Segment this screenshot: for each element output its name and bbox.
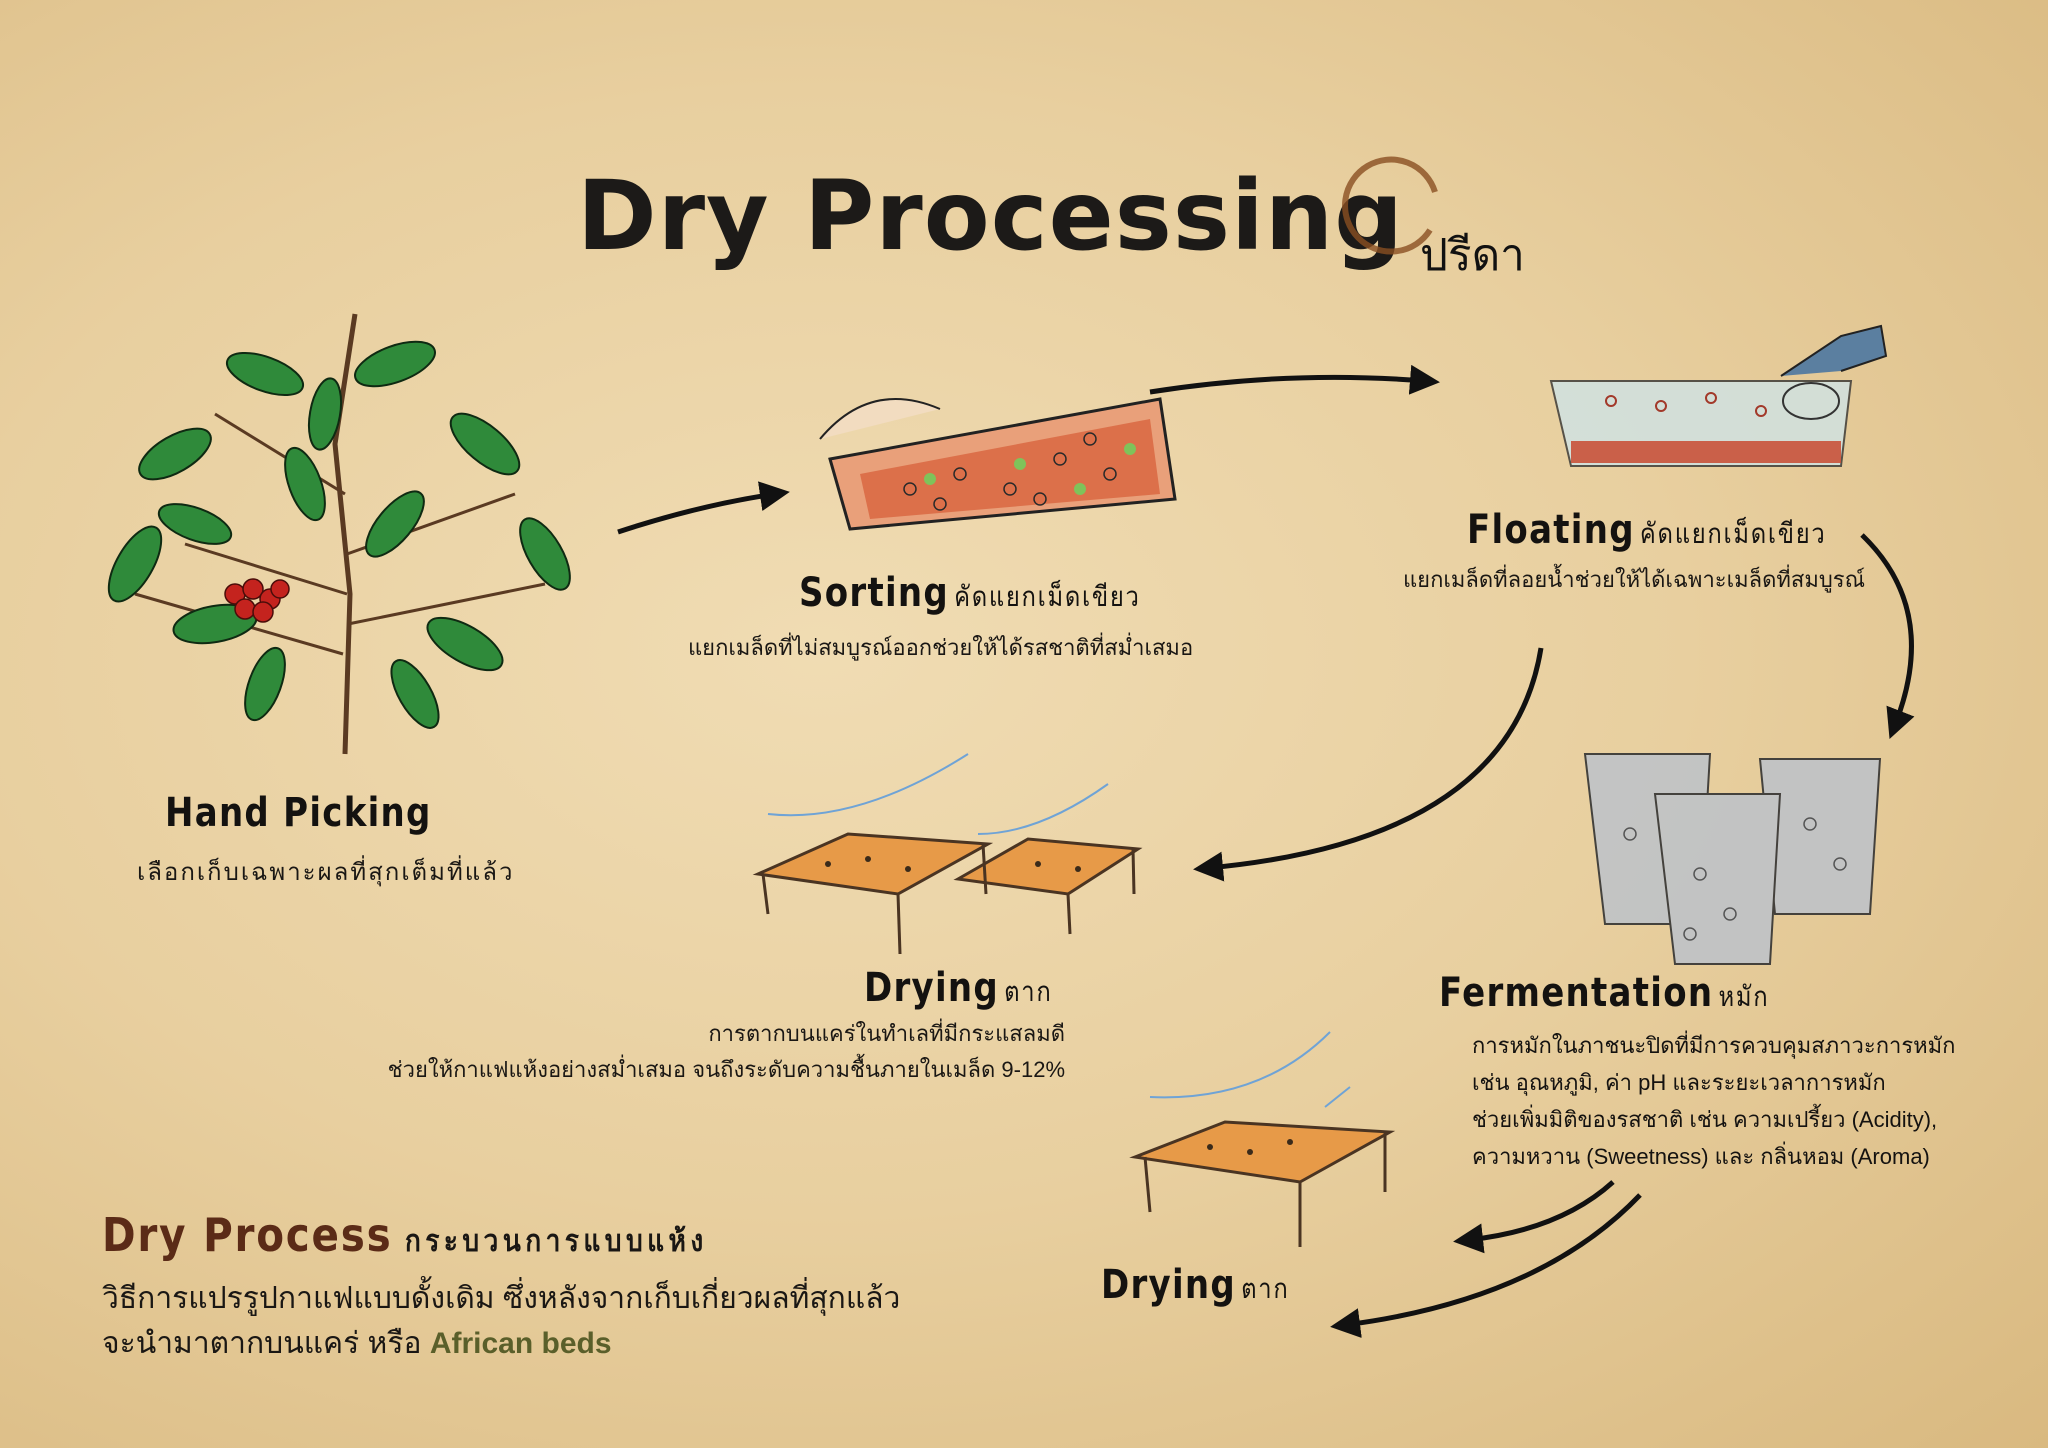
step-title-th: ตาก — [1241, 1272, 1290, 1305]
arrow-fermentation-to-drying-a — [1453, 1180, 1615, 1254]
step-title-text: Drying — [864, 965, 1000, 1011]
step-title-th: ตาก — [1004, 975, 1053, 1008]
summary-line-2: จะนำมาตากบนแคร่ หรือ African beds — [102, 1320, 612, 1367]
desc-line: ความหวาน (Sweetness) และ กลิ่นหอม (Aroma… — [1472, 1144, 1930, 1169]
step-title-th: คัดแยกเม็ดเขียว — [954, 580, 1141, 613]
coffee-ring-icon: ปรีดา — [1342, 156, 1525, 281]
sorting-illustration — [819, 397, 1177, 531]
summary-title: Dry Process กระบวนการแบบแห้ง — [102, 1208, 708, 1265]
step-desc-drying-1-line-2: ช่วยให้กาแฟแห้งอย่างสม่ำเสมอ จนถึงระดับค… — [387, 1057, 1065, 1082]
step-title-th: คัดแยกเม็ดเขียว — [1639, 517, 1827, 550]
step-title-text: Floating — [1467, 507, 1635, 553]
step-title-text: Fermentation — [1439, 970, 1714, 1016]
step-desc-floating: แยกเมล็ดที่ลอยน้ำช่วยให้ได้เฉพาะเมล็ดที่… — [1403, 567, 1866, 592]
step-title-hand-picking: Hand Picking — [165, 790, 432, 836]
step-title-text: Sorting — [799, 570, 949, 616]
step-title-text: Hand Picking — [165, 790, 432, 836]
desc-line: ช่วยเพิ่มมิติของรสชาติ เช่น ความเปรี้ยว … — [1472, 1107, 1938, 1132]
summary-line-1: วิธีการแปรรูปกาแฟแบบดั้งเดิม ซึ่งหลังจาก… — [102, 1282, 901, 1315]
step-title-th: หมัก — [1718, 980, 1770, 1013]
summary-highlight: African beds — [429, 1327, 612, 1360]
arrow-floating-to-fermentation — [1860, 533, 1915, 739]
step-desc-fermentation: การหมักในภาชนะปิดที่มีการควบคุมสภาวะการห… — [1472, 1028, 1956, 1176]
step-desc-sorting: แยกเมล็ดที่ไม่สมบูรณ์ออกช่วยให้ได้รสชาติ… — [688, 635, 1194, 660]
page-title: Dry Processing — [577, 160, 1404, 272]
summary-line-2-text: จะนำมาตากบนแคร่ หรือ — [102, 1327, 422, 1360]
desc-line: เช่น อุณหภูมิ, ค่า pH และระยะเวลาการหมัก — [1472, 1070, 1886, 1095]
step-desc-hand-picking: เลือกเก็บเฉพาะผลที่สุกเต็มที่แล้ว — [137, 859, 515, 886]
fermentation-tanks-illustration — [1583, 753, 1882, 965]
arrow-sorting-to-floating — [1149, 364, 1440, 395]
step-desc-drying-1-line-1: การตากบนแคร่ในทำเลที่มีกระแสลมดี — [708, 1021, 1065, 1046]
arrow-picking-to-sorting — [617, 481, 790, 535]
coffee-plant-illustration — [107, 313, 571, 755]
summary-title-en: Dry Process — [102, 1208, 393, 1262]
step-title-text: Drying — [1101, 1262, 1237, 1308]
floating-illustration — [1549, 324, 1888, 467]
desc-line: การหมักในภาชนะปิดที่มีการควบคุมสภาวะการห… — [1472, 1033, 1956, 1058]
svg-text:ปรีดา: ปรีดา — [1420, 230, 1525, 281]
arrow-fermentation-to-drying-b — [1330, 1193, 1642, 1338]
drying-bed-illustration — [752, 753, 1143, 955]
summary-title-th: กระบวนการแบบแห้ง — [404, 1224, 708, 1259]
arrow-floating-to-drying — [1193, 647, 1544, 882]
brand-logo: ปรีดา — [1342, 130, 1530, 281]
drying-bed-illustration-2 — [1129, 1031, 1396, 1247]
